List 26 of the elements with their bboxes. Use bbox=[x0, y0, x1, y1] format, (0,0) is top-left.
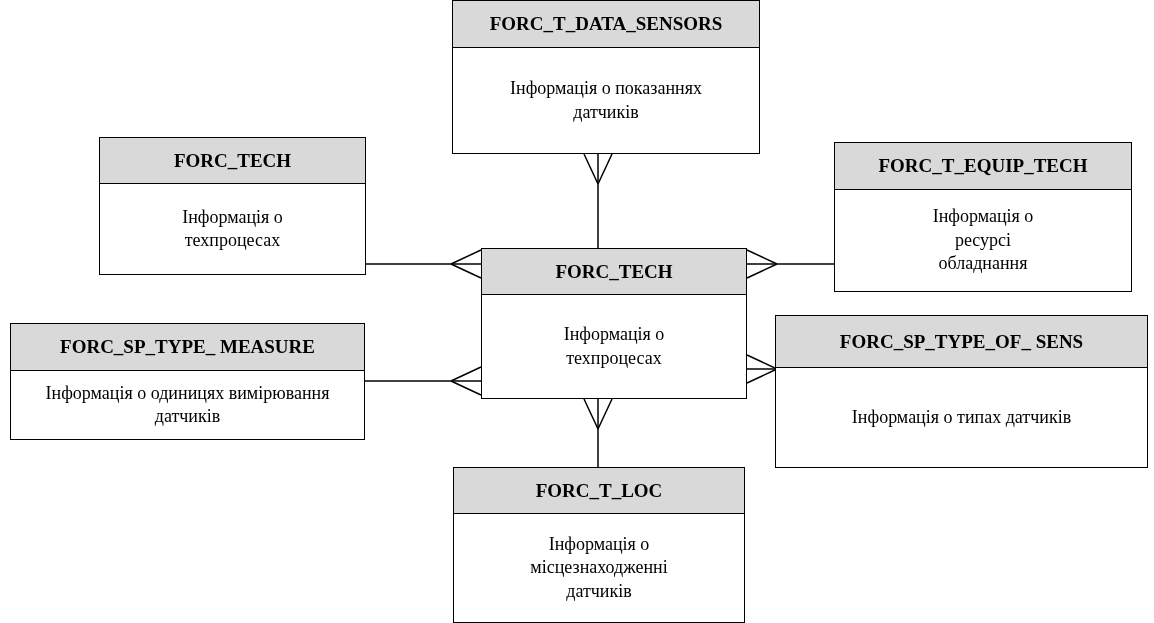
table-description: Інформація о місцезнаходженні датчиків bbox=[529, 532, 669, 603]
table-description: Інформація о показаннях датчиків bbox=[509, 77, 703, 124]
table-description: Інформація о одиницях вимірювання датчиків bbox=[44, 381, 331, 428]
table-description: Інформація о типах датчиків bbox=[850, 405, 1073, 429]
entity-table bbox=[10, 323, 365, 440]
table-name: FORC_T_EQUIP_TECH bbox=[878, 155, 1088, 177]
table-name: FORC_TECH bbox=[173, 149, 292, 172]
entity-table bbox=[453, 467, 745, 623]
table-description: Інформація о техпроцесах bbox=[181, 205, 284, 252]
relationship-line bbox=[583, 398, 613, 468]
entity-table bbox=[481, 248, 747, 399]
entity-table bbox=[99, 137, 366, 275]
entity-table bbox=[452, 0, 760, 154]
table-name: FORC_SP_TYPE_OF_ SENS bbox=[839, 330, 1084, 353]
relationship-line bbox=[364, 366, 482, 396]
table-description: Інформація о ресурсі обладнання bbox=[931, 205, 1035, 276]
relationship-line bbox=[365, 249, 482, 279]
table-description: Інформація о техпроцесах bbox=[562, 323, 666, 370]
table-name: FORC_TECH bbox=[555, 260, 673, 283]
entity-table bbox=[834, 142, 1132, 292]
table-name: FORC_SP_TYPE_ MEASURE bbox=[60, 336, 315, 358]
table-name: FORC_T_LOC bbox=[535, 479, 663, 502]
relationship-line bbox=[746, 249, 835, 279]
entity-table bbox=[775, 315, 1148, 468]
relationship-line bbox=[583, 153, 613, 249]
table-name: FORC_T_DATA_SENSORS bbox=[489, 13, 723, 35]
